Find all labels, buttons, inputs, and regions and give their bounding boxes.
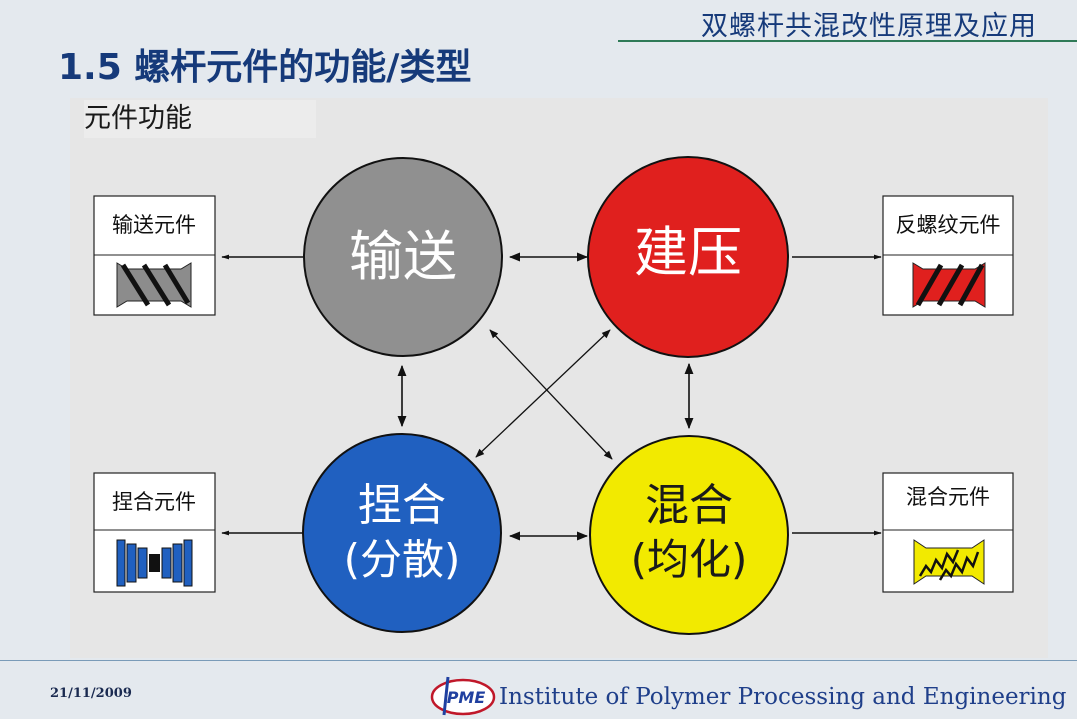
conveying-element-icon	[116, 262, 192, 308]
node-kneading-label-line2: (分散)	[344, 535, 461, 584]
element-box-reverse: 反螺纹元件	[882, 195, 1014, 316]
element-label-conveying: 输送元件	[112, 213, 196, 237]
element-label-kneading: 捏合元件	[112, 490, 196, 514]
footer-date: 21/11/2009	[50, 686, 132, 701]
slide-title: 1.5 螺杆元件的功能/类型	[58, 47, 472, 88]
footer-organization: Institute of Polymer Processing and Engi…	[499, 684, 1067, 710]
element-box-mixing: 混合元件	[882, 472, 1014, 593]
node-mixing-label-line1: 混合	[645, 480, 733, 531]
footer-rule	[0, 660, 1077, 661]
element-label-reverse: 反螺纹元件	[896, 213, 1001, 237]
node-conveying: 输送	[303, 157, 503, 357]
node-mixing: 混合 (均化)	[589, 435, 789, 635]
panel-label: 元件功能	[84, 100, 316, 138]
node-conveying-label: 输送	[349, 225, 457, 288]
node-kneading: 捏合 (分散)	[302, 433, 502, 633]
kneading-element-icon	[116, 539, 193, 587]
pme-logo: PME	[430, 676, 496, 716]
node-kneading-circle	[302, 433, 502, 633]
node-pressure-circle	[587, 156, 789, 358]
connectors	[221, 252, 882, 541]
element-label-mixing: 混合元件	[906, 485, 990, 509]
pressure-kneading-arrow	[475, 329, 611, 458]
node-pressure: 建压	[587, 156, 789, 358]
node-mixing-circle	[589, 435, 789, 635]
element-box-conveying: 输送元件	[93, 195, 216, 316]
conveying-mixing-arrow	[489, 329, 613, 460]
header-rule	[618, 40, 1077, 42]
function-diagram: 输送 建压 捏合 (分散) 混合 (均化) 输送元件	[93, 156, 1014, 635]
node-pressure-label: 建压	[634, 221, 742, 284]
node-kneading-label-line1: 捏合	[358, 480, 446, 531]
course-title: 双螺杆共混改性原理及应用	[701, 11, 1037, 42]
element-box-kneading: 捏合元件	[93, 472, 216, 593]
pme-logo-text: PME	[447, 688, 486, 707]
reverse-element-icon	[912, 262, 986, 308]
mixing-element-icon	[913, 539, 985, 585]
diagram-panel: 元件功能 输送	[70, 98, 1048, 658]
node-conveying-circle	[303, 157, 503, 357]
node-mixing-label-line2: (均化)	[631, 535, 748, 584]
